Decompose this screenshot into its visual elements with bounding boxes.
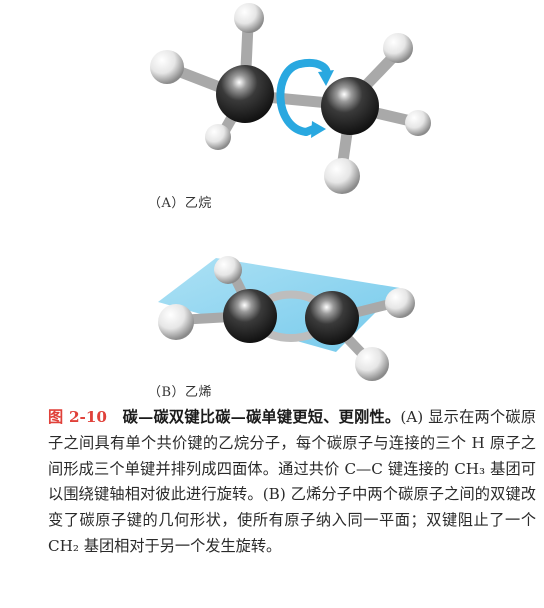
hydrogen-atom <box>150 50 184 84</box>
label-ethylene: （B）乙烯 <box>148 385 213 400</box>
figure-title: 碳—碳双键比碳—碳单键更短、更刚性。 <box>122 408 401 426</box>
rotation-arrow-icon <box>276 59 334 138</box>
hydrogen-atom <box>383 33 413 63</box>
carbon-atom <box>305 291 359 345</box>
hydrogen-atom <box>205 124 231 150</box>
carbon-atom <box>223 289 277 343</box>
ethane-model <box>150 3 431 194</box>
ethane-bonds <box>164 19 421 174</box>
hydrogen-atom <box>324 158 360 194</box>
hydrogen-atom <box>234 3 264 33</box>
label-ethane: （A）乙烷 <box>148 196 212 211</box>
molecule-figure <box>150 3 431 381</box>
hydrogen-atom <box>405 110 431 136</box>
hydrogen-atom <box>355 347 389 381</box>
carbon-atom <box>216 65 274 123</box>
hydrogen-atom <box>214 256 242 284</box>
hydrogen-atom <box>158 304 194 340</box>
ethylene-model <box>158 256 415 381</box>
figure-number: 图 2-10 <box>48 408 107 426</box>
carbon-atom <box>321 77 379 135</box>
figure-caption: 图 2-10 碳—碳双键比碳—碳单键更短、更刚性。(A) 显示在两个碳原子之间具… <box>48 405 536 560</box>
figure-body: (A) 显示在两个碳原子之间具有单个共价键的乙烷分子，每个碳原子与连接的三个 H… <box>48 408 537 555</box>
hydrogen-atom <box>385 288 415 318</box>
